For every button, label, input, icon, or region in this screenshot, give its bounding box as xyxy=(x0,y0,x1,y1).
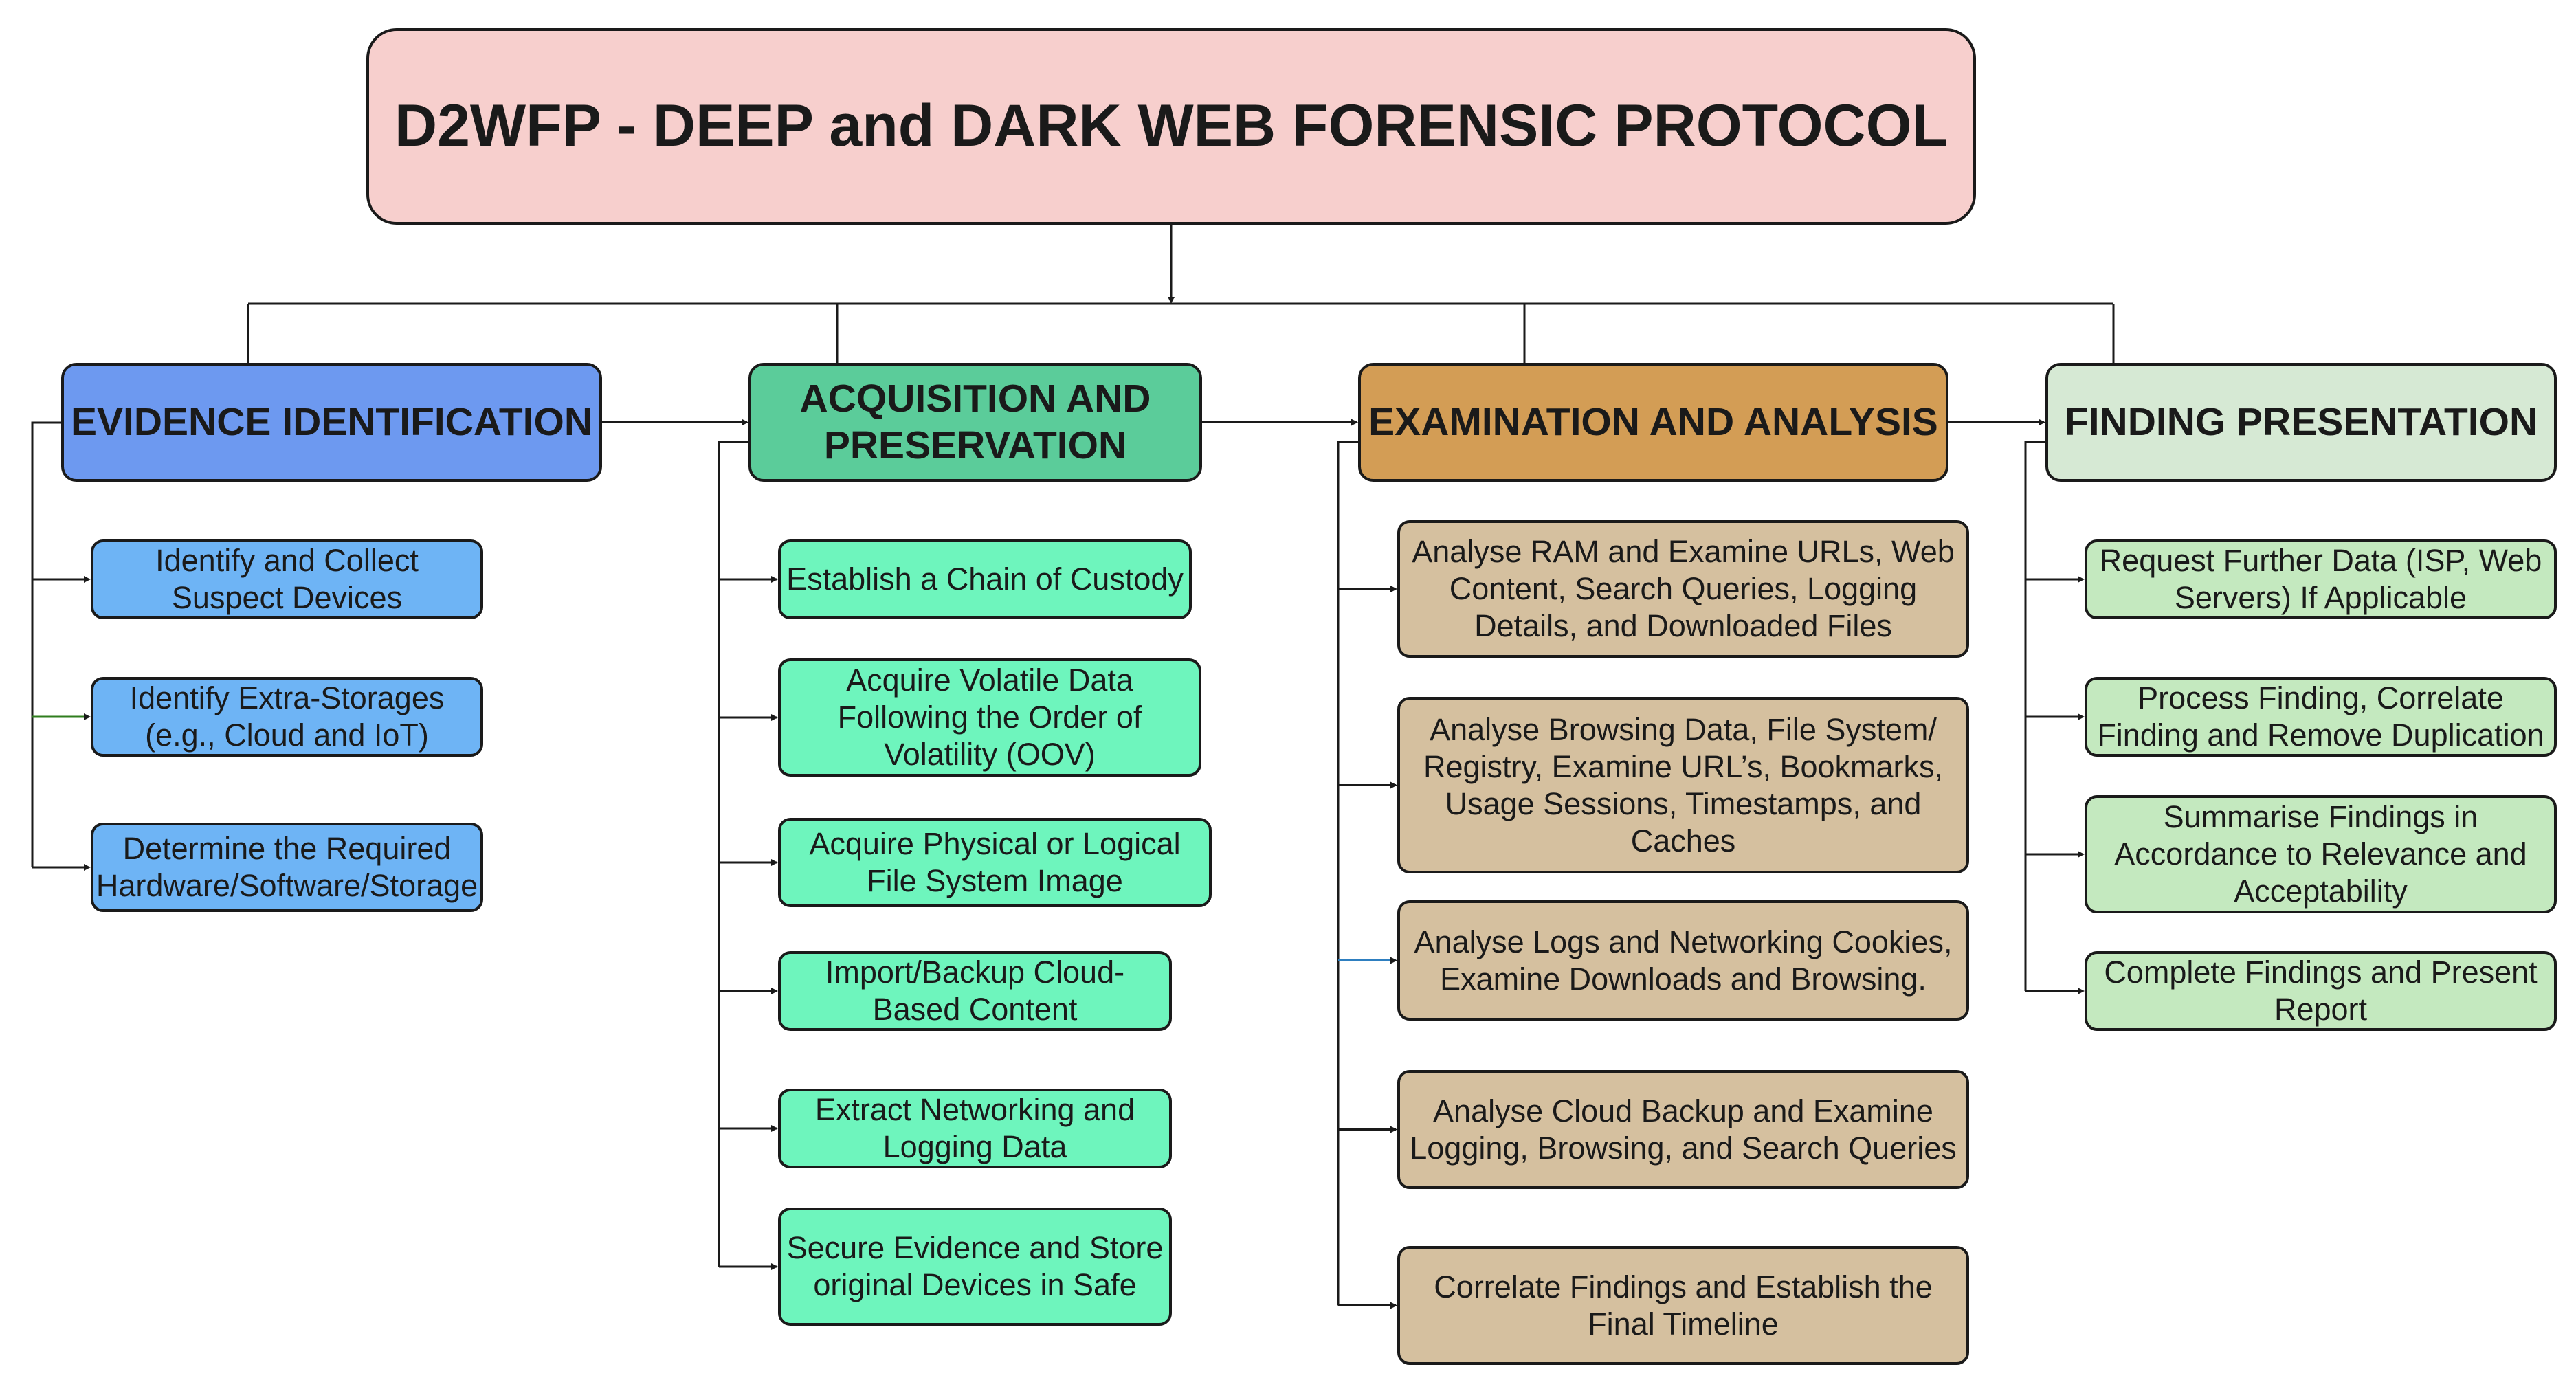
spine-line xyxy=(718,441,748,1267)
step-box: Correlate Findings and Establish the Fin… xyxy=(1397,1246,1969,1365)
step-box: Analyse Logs and Networking Cookies, Exa… xyxy=(1397,900,1969,1021)
step-box: Analyse Cloud Backup and Examine Logging… xyxy=(1397,1070,1969,1189)
step-box: Identify and Collect Suspect Devices xyxy=(91,539,483,619)
spine-line xyxy=(2024,441,2045,991)
step-box: Summarise Findings in Accordance to Rele… xyxy=(2085,795,2557,913)
spine-line xyxy=(1337,441,1358,1306)
step-box: Analyse Browsing Data, File System/ Regi… xyxy=(1397,697,1969,873)
step-box: Acquire Volatile Data Following the Orde… xyxy=(778,658,1201,777)
phase-box: EVIDENCE IDENTIFICATION xyxy=(61,363,602,482)
step-box: Determine the Required Hardware/Software… xyxy=(91,823,483,912)
step-box: Secure Evidence and Store original Devic… xyxy=(778,1208,1172,1326)
page-title: D2WFP - DEEP and DARK WEB FORENSIC PROTO… xyxy=(366,28,1976,225)
step-box: Extract Networking and Logging Data xyxy=(778,1089,1172,1168)
step-box: Identify Extra-Storages (e.g., Cloud and… xyxy=(91,677,483,757)
connector-lines xyxy=(31,225,2115,1309)
phase-box: FINDING PRESENTATION xyxy=(2045,363,2557,482)
step-box: Import/Backup Cloud-Based Content xyxy=(778,951,1172,1031)
spine-line xyxy=(31,421,61,867)
step-box: Analyse RAM and Examine URLs, Web Conten… xyxy=(1397,520,1969,658)
step-box: Acquire Physical or Logical File System … xyxy=(778,818,1212,907)
step-box: Process Finding, Correlate Finding and R… xyxy=(2085,677,2557,757)
step-box: Complete Findings and Present Report xyxy=(2085,951,2557,1031)
phase-box: EXAMINATION AND ANALYSIS xyxy=(1358,363,1948,482)
phase-box: ACQUISITION AND PRESERVATION xyxy=(748,363,1202,482)
step-box: Establish a Chain of Custody xyxy=(778,539,1192,619)
step-box: Request Further Data (ISP, Web Servers) … xyxy=(2085,539,2557,619)
